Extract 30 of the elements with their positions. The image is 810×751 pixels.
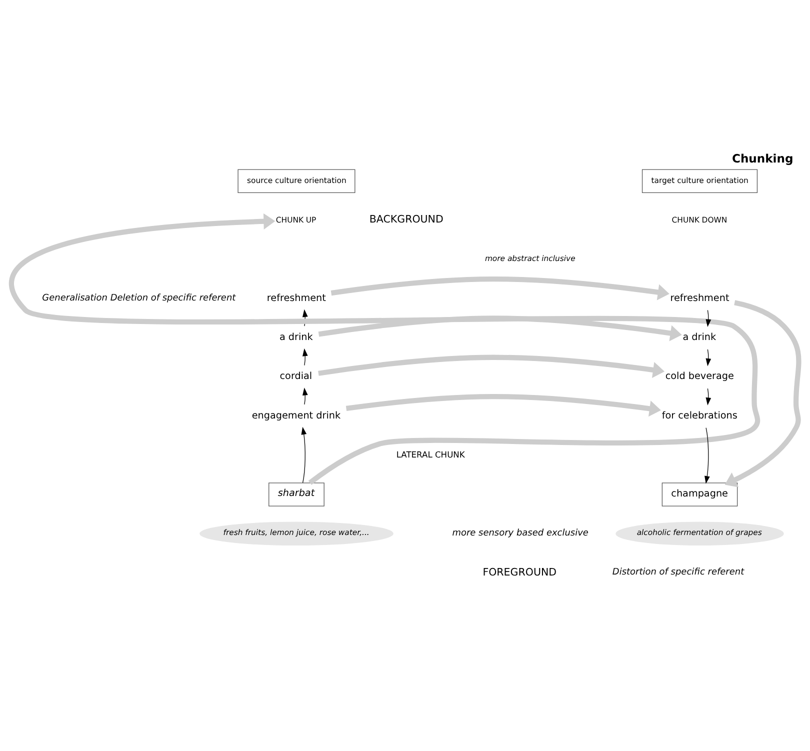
arrow	[318, 354, 665, 378]
node-text: cordial	[280, 370, 312, 382]
node-box: sharbat	[268, 482, 324, 506]
label: FOREGROUND	[482, 566, 557, 578]
arrow	[330, 276, 670, 300]
label: Generalisation Deletion of specific referent	[42, 292, 236, 303]
arrow	[302, 348, 308, 366]
node-text: refreshment	[670, 292, 730, 304]
arrow	[302, 387, 308, 404]
node-box: champagne	[662, 482, 738, 506]
label: BACKGROUND	[369, 213, 444, 226]
arrow	[706, 309, 712, 327]
arrow	[704, 427, 710, 484]
label: more sensory based exclusive	[452, 528, 588, 538]
arrow	[10, 212, 760, 484]
node-text: refreshment	[266, 292, 326, 304]
node-text: for celebrations	[662, 410, 738, 421]
node-text: cold beverage	[665, 370, 734, 382]
node-text: engagement drink	[252, 410, 341, 421]
arrow	[706, 348, 712, 366]
label: LATERAL CHUNK	[396, 448, 465, 459]
arrow	[346, 393, 661, 416]
arrow	[301, 426, 307, 483]
arrow	[318, 315, 682, 341]
node-text: a drink	[682, 332, 716, 343]
node-text: a drink	[279, 332, 313, 343]
arrow	[706, 388, 712, 405]
label: Distortion of specific referent	[612, 567, 744, 578]
arrow	[724, 300, 802, 487]
diagram-title: Chunking	[732, 151, 794, 166]
